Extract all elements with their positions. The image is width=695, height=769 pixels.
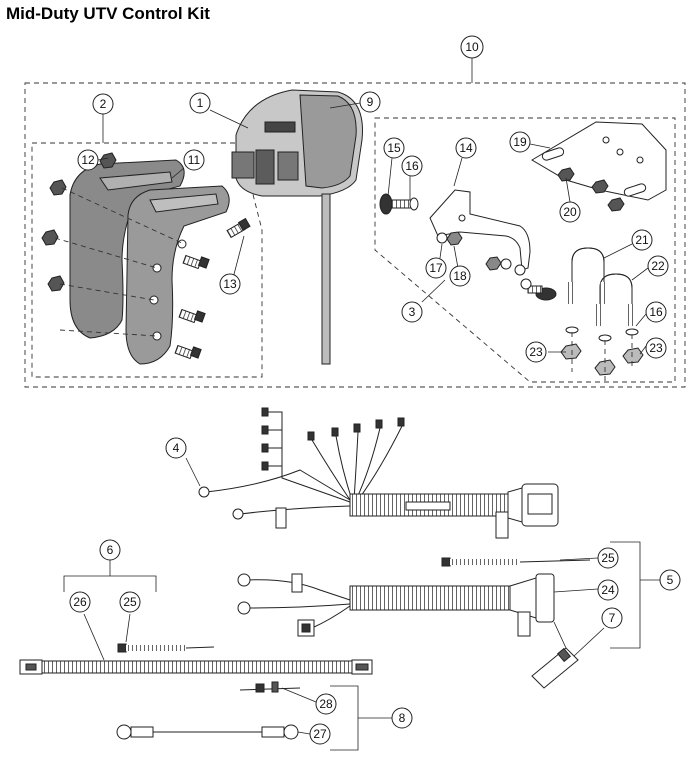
svg-text:26: 26 (73, 595, 87, 609)
cradle-mount-front (125, 185, 230, 365)
svg-text:6: 6 (107, 543, 114, 557)
svg-text:18: 18 (453, 269, 467, 283)
callout-19: 19 (509, 131, 531, 153)
group-6-bracket (63, 560, 157, 592)
callout-18: 18 (449, 265, 471, 287)
callout-28: 28 (315, 693, 337, 715)
callout-20: 20 (559, 201, 581, 223)
mounting-bracket-19 (531, 121, 667, 201)
fuse-link (239, 681, 301, 693)
svg-text:25: 25 (123, 595, 137, 609)
callout-1: 1 (189, 92, 211, 114)
lock-nuts (41, 152, 117, 292)
u-bolts (568, 247, 636, 326)
svg-text:2: 2 (100, 97, 107, 111)
cap-screws (174, 217, 251, 360)
callout-24: 24 (597, 579, 619, 601)
kit-2-boundary (31, 142, 263, 378)
callout-21: 21 (631, 229, 653, 251)
callout-3: 3 (401, 301, 423, 323)
svg-text:16: 16 (649, 305, 663, 319)
callout-26: 26 (69, 591, 91, 613)
cable-tie-lower (117, 643, 215, 653)
ground-cable (116, 724, 299, 740)
callout-2: 2 (92, 93, 114, 115)
callout-4: 4 (165, 437, 187, 459)
callout-16-upper: 16 (401, 155, 423, 177)
power-harness (237, 573, 579, 689)
callout-27: 27 (309, 723, 331, 745)
assembly-lines-cradle (54, 187, 185, 337)
group-5-bracket (610, 541, 660, 649)
callout-9: 9 (359, 91, 381, 113)
callout-6: 6 (99, 539, 121, 561)
svg-text:11: 11 (188, 153, 201, 167)
callout-14: 14 (455, 137, 477, 159)
callout-5: 5 (659, 569, 681, 591)
svg-text:20: 20 (563, 205, 577, 219)
svg-text:28: 28 (319, 697, 333, 711)
callout-16-lower: 16 (645, 301, 667, 323)
svg-text:19: 19 (513, 135, 527, 149)
svg-text:12: 12 (81, 153, 95, 167)
callout-25-lower: 25 (119, 591, 141, 613)
svg-text:7: 7 (609, 611, 616, 625)
callout-12: 12 (77, 149, 99, 171)
svg-text:23: 23 (649, 341, 663, 355)
svg-text:17: 17 (429, 261, 443, 275)
svg-text:15: 15 (387, 141, 401, 155)
svg-text:27: 27 (313, 727, 327, 741)
callout-8: 8 (391, 707, 413, 729)
mounting-bracket-14 (429, 189, 531, 271)
svg-text:24: 24 (601, 583, 615, 597)
control-harness (198, 407, 559, 539)
svg-text:13: 13 (223, 277, 237, 291)
adjustment-knob (379, 193, 557, 301)
washers-and-nuts (560, 326, 644, 382)
group-8-bracket (330, 685, 392, 751)
svg-text:14: 14 (459, 141, 473, 155)
callout-23-right: 23 (645, 337, 667, 359)
diagram-title: Mid-Duty UTV Control Kit (6, 4, 210, 23)
svg-text:10: 10 (465, 40, 479, 54)
leader-lines (83, 102, 649, 735)
svg-text:5: 5 (667, 573, 674, 587)
svg-text:22: 22 (651, 259, 665, 273)
cable-tie-upper (441, 557, 591, 567)
callout-11: 11 (183, 149, 205, 171)
svg-text:4: 4 (173, 441, 180, 455)
callout-17: 17 (425, 257, 447, 279)
svg-text:16: 16 (405, 159, 419, 173)
callout-23-left: 23 (525, 341, 547, 363)
controller-handheld (231, 89, 363, 365)
svg-text:23: 23 (529, 345, 543, 359)
extension-harness (19, 659, 373, 675)
svg-text:1: 1 (197, 96, 204, 110)
callout-15: 15 (383, 137, 405, 159)
svg-text:9: 9 (367, 95, 374, 109)
svg-text:25: 25 (601, 551, 615, 565)
callout-25-upper: 25 (597, 547, 619, 569)
callout-13: 13 (219, 273, 241, 295)
svg-text:8: 8 (399, 711, 406, 725)
callout-22: 22 (647, 255, 669, 277)
svg-text:21: 21 (635, 233, 649, 247)
svg-text:3: 3 (409, 305, 416, 319)
callout-7: 7 (601, 607, 623, 629)
callout-10: 10 (460, 35, 484, 59)
kit-10-boundary (24, 82, 686, 388)
small-hardware (436, 167, 625, 290)
